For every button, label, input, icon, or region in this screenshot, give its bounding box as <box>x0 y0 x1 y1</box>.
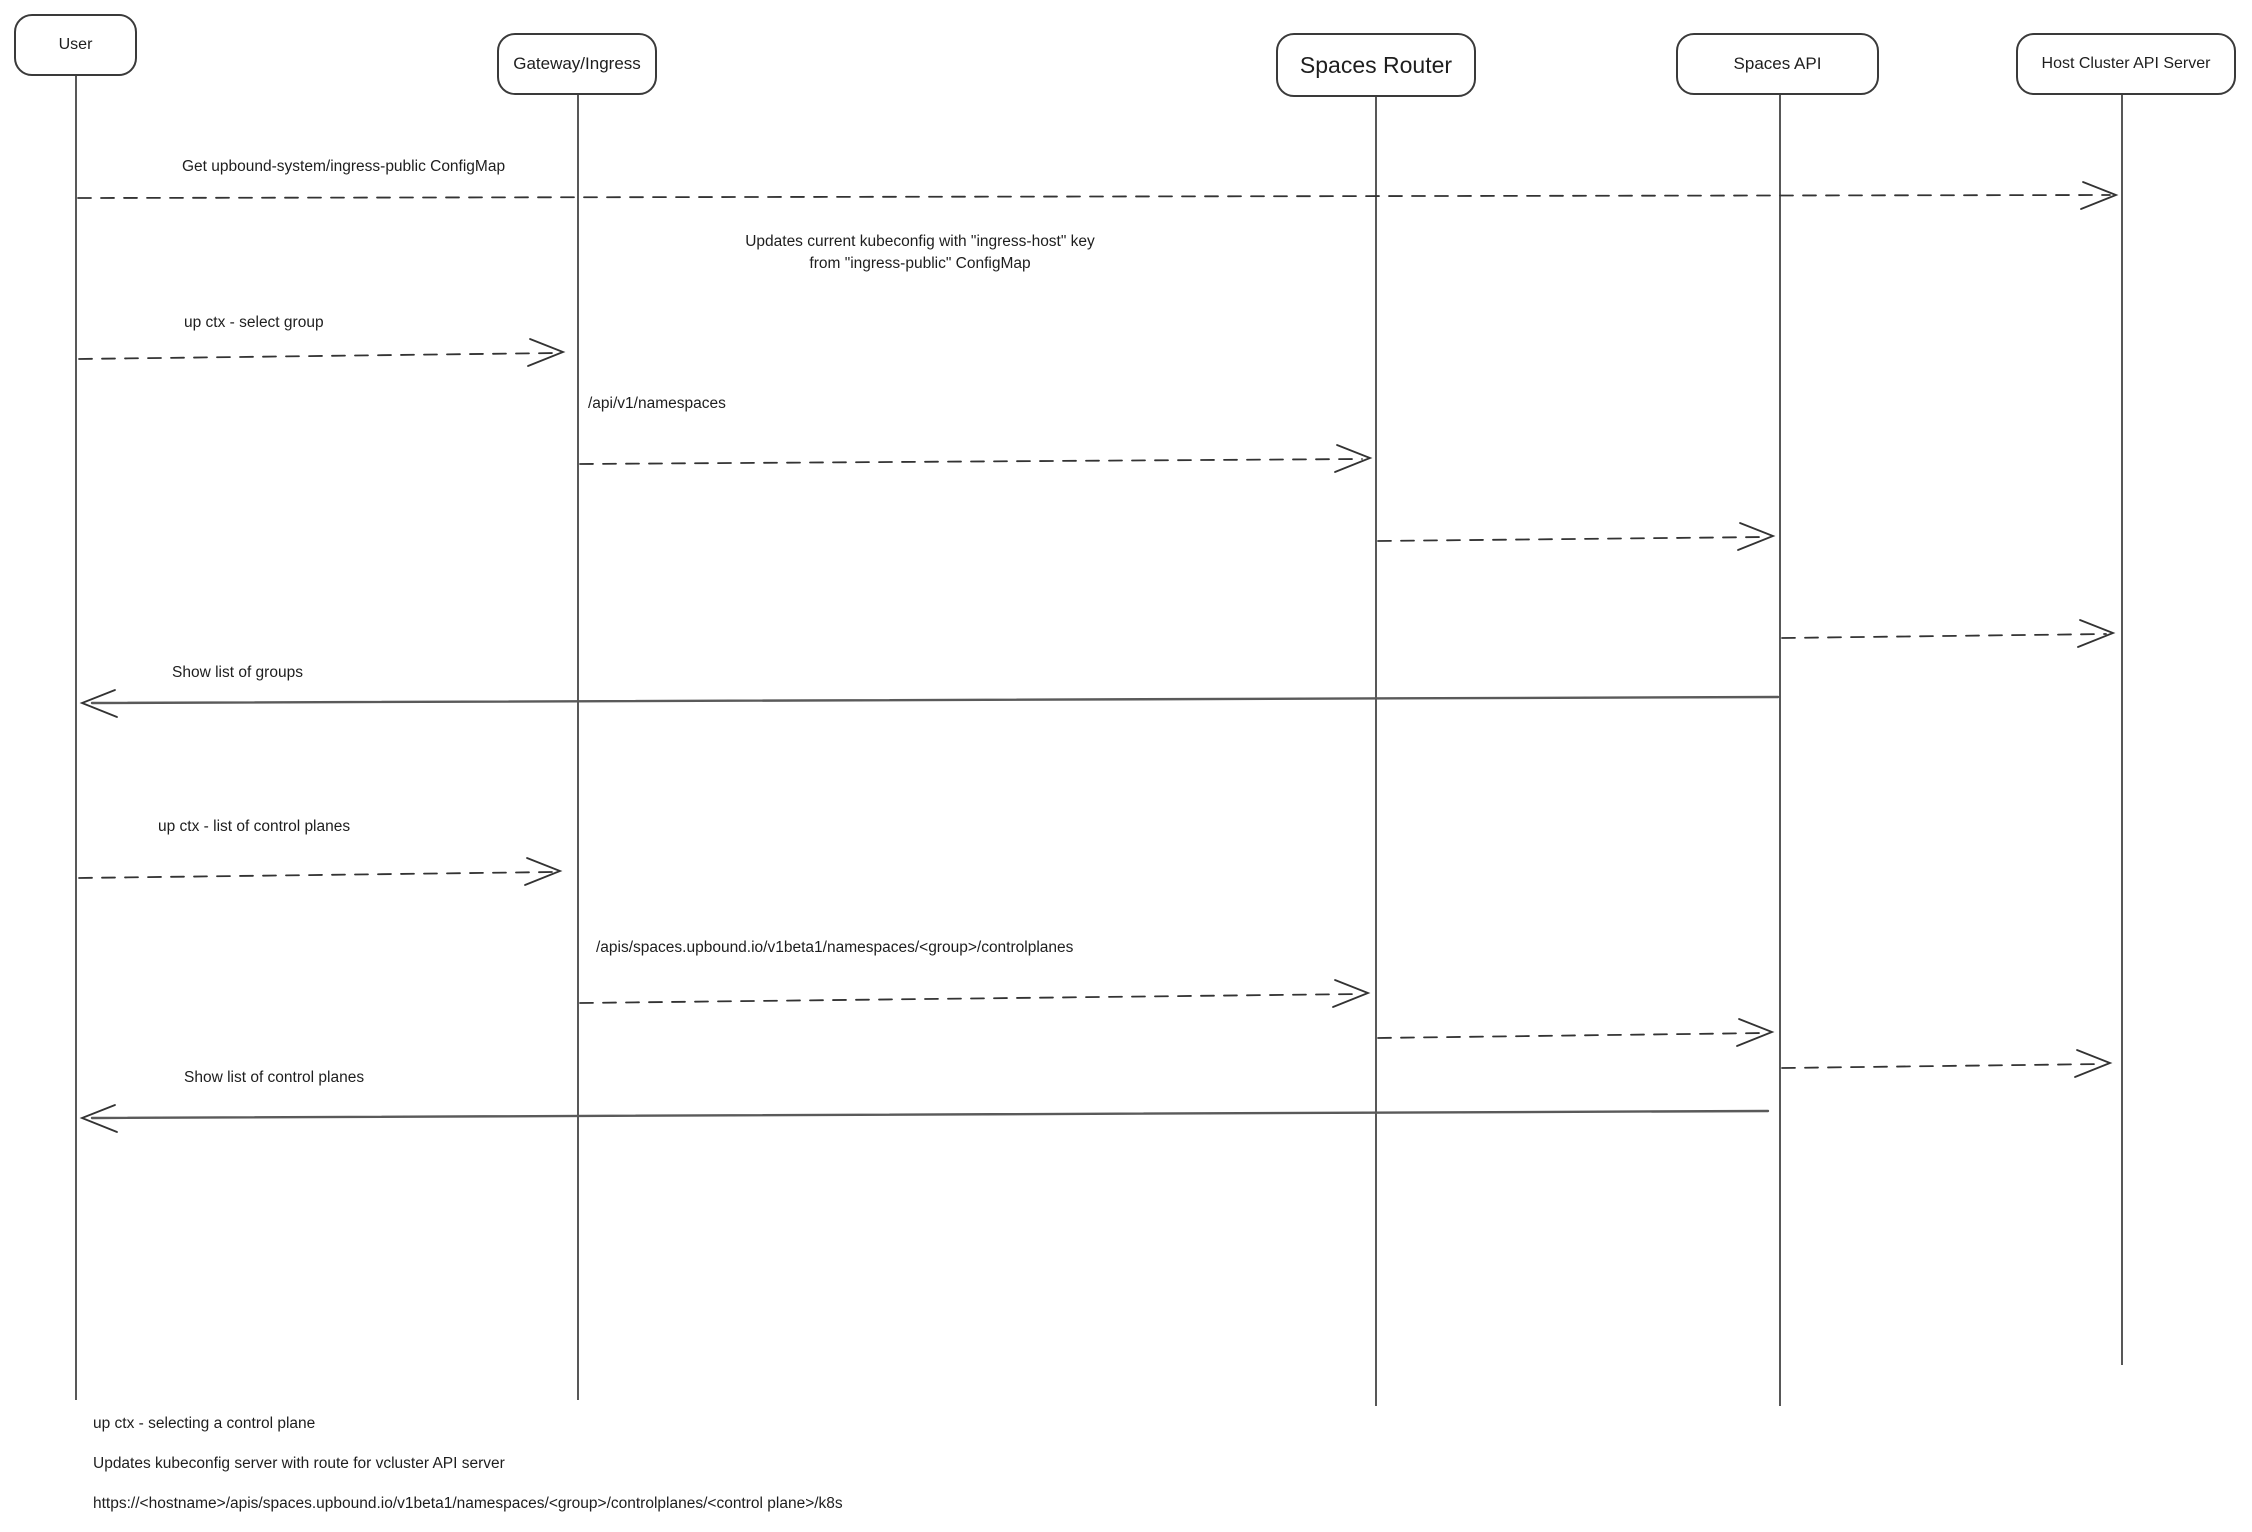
message-label-up-ctx-list-control-planes: up ctx - list of control planes <box>158 818 351 835</box>
arrow-up-ctx-list-control-planes <box>78 857 563 886</box>
dashed-arrows <box>77 181 2119 1078</box>
arrow-api-v1-namespaces <box>579 444 1373 473</box>
arrow-head-icon <box>1736 1018 1775 1047</box>
note-kubeconfig-update: Updates current kubeconfig with "ingress… <box>660 231 1180 276</box>
message-label-get-configmap: Get upbound-system/ingress-public Config… <box>182 158 506 175</box>
actor-label-gateway-ingress: Gateway/Ingress <box>513 54 641 73</box>
arrow-line <box>579 993 1361 1004</box>
arrow-router-to-spaces-api-2 <box>1377 1018 1775 1047</box>
actor-label-host-cluster-api-server: Host Cluster API Server <box>2041 55 2211 72</box>
arrow-head-icon <box>79 689 118 718</box>
solid-return-arrows <box>79 689 1780 1133</box>
arrow-head-icon <box>1737 522 1776 551</box>
arrow-line <box>90 695 1780 705</box>
footer-note-selecting-control-plane: up ctx - selecting a control plane <box>93 1415 316 1432</box>
message-label-api-v1-namespaces: /api/v1/namespaces <box>588 395 726 412</box>
lifelines <box>75 76 2123 1406</box>
arrow-line <box>78 871 554 879</box>
footer-note-vcluster-url: https://<hostname>/apis/spaces.upbound.i… <box>93 1495 843 1512</box>
actor-box-spaces-router: Spaces Router <box>1276 33 1476 97</box>
message-label-apis-controlplanes: /apis/spaces.upbound.io/v1beta1/namespac… <box>596 939 1074 956</box>
arrow-head-icon <box>2077 619 2116 648</box>
actor-box-gateway-ingress: Gateway/Ingress <box>497 33 657 95</box>
actor-box-spaces-api: Spaces API <box>1676 33 1879 95</box>
actor-label-user: User <box>58 36 93 53</box>
actor-box-user: User <box>14 14 137 76</box>
arrow-show-list-of-control-planes <box>79 1104 1770 1133</box>
message-label-show-list-of-control-planes: Show list of control planes <box>184 1069 365 1086</box>
arrow-line <box>1781 633 2107 639</box>
arrow-line <box>90 1109 1770 1120</box>
arrow-head-icon <box>2074 1049 2113 1078</box>
footer-note-updates-kubeconfig: Updates kubeconfig server with route for… <box>93 1455 505 1472</box>
arrow-line <box>77 194 2111 199</box>
message-label-up-ctx-select-group: up ctx - select group <box>184 314 324 331</box>
arrow-head-icon <box>524 857 563 886</box>
arrow-up-ctx-select-group <box>78 338 566 367</box>
arrow-line <box>1377 1032 1766 1039</box>
note-line-1: Updates current kubeconfig with "ingress… <box>745 233 1095 250</box>
arrow-router-to-spaces-api-1 <box>1377 522 1776 551</box>
arrow-line <box>1377 536 1767 542</box>
arrow-line <box>1781 1063 2104 1069</box>
arrow-apis-controlplanes <box>579 979 1371 1008</box>
arrow-line <box>579 458 1363 465</box>
arrow-head-icon <box>79 1104 118 1133</box>
arrow-show-list-of-groups <box>79 689 1780 718</box>
arrow-spaces-api-to-host-2 <box>1781 1049 2113 1078</box>
actor-label-spaces-router: Spaces Router <box>1299 51 1453 78</box>
arrow-head-icon <box>1334 444 1373 473</box>
arrow-head-icon <box>527 338 566 367</box>
arrow-head-icon <box>1332 979 1371 1008</box>
arrow-line <box>78 352 557 360</box>
arrow-get-configmap <box>77 181 2119 210</box>
actor-label-spaces-api: Spaces API <box>1733 54 1822 73</box>
arrow-head-icon <box>2080 181 2119 210</box>
arrow-spaces-api-to-host-1 <box>1781 619 2116 648</box>
note-line-2: from "ingress-public" ConfigMap <box>809 255 1031 273</box>
actor-box-host-cluster-api-server: Host Cluster API Server <box>2016 33 2236 95</box>
message-label-show-list-of-groups: Show list of groups <box>172 664 303 681</box>
